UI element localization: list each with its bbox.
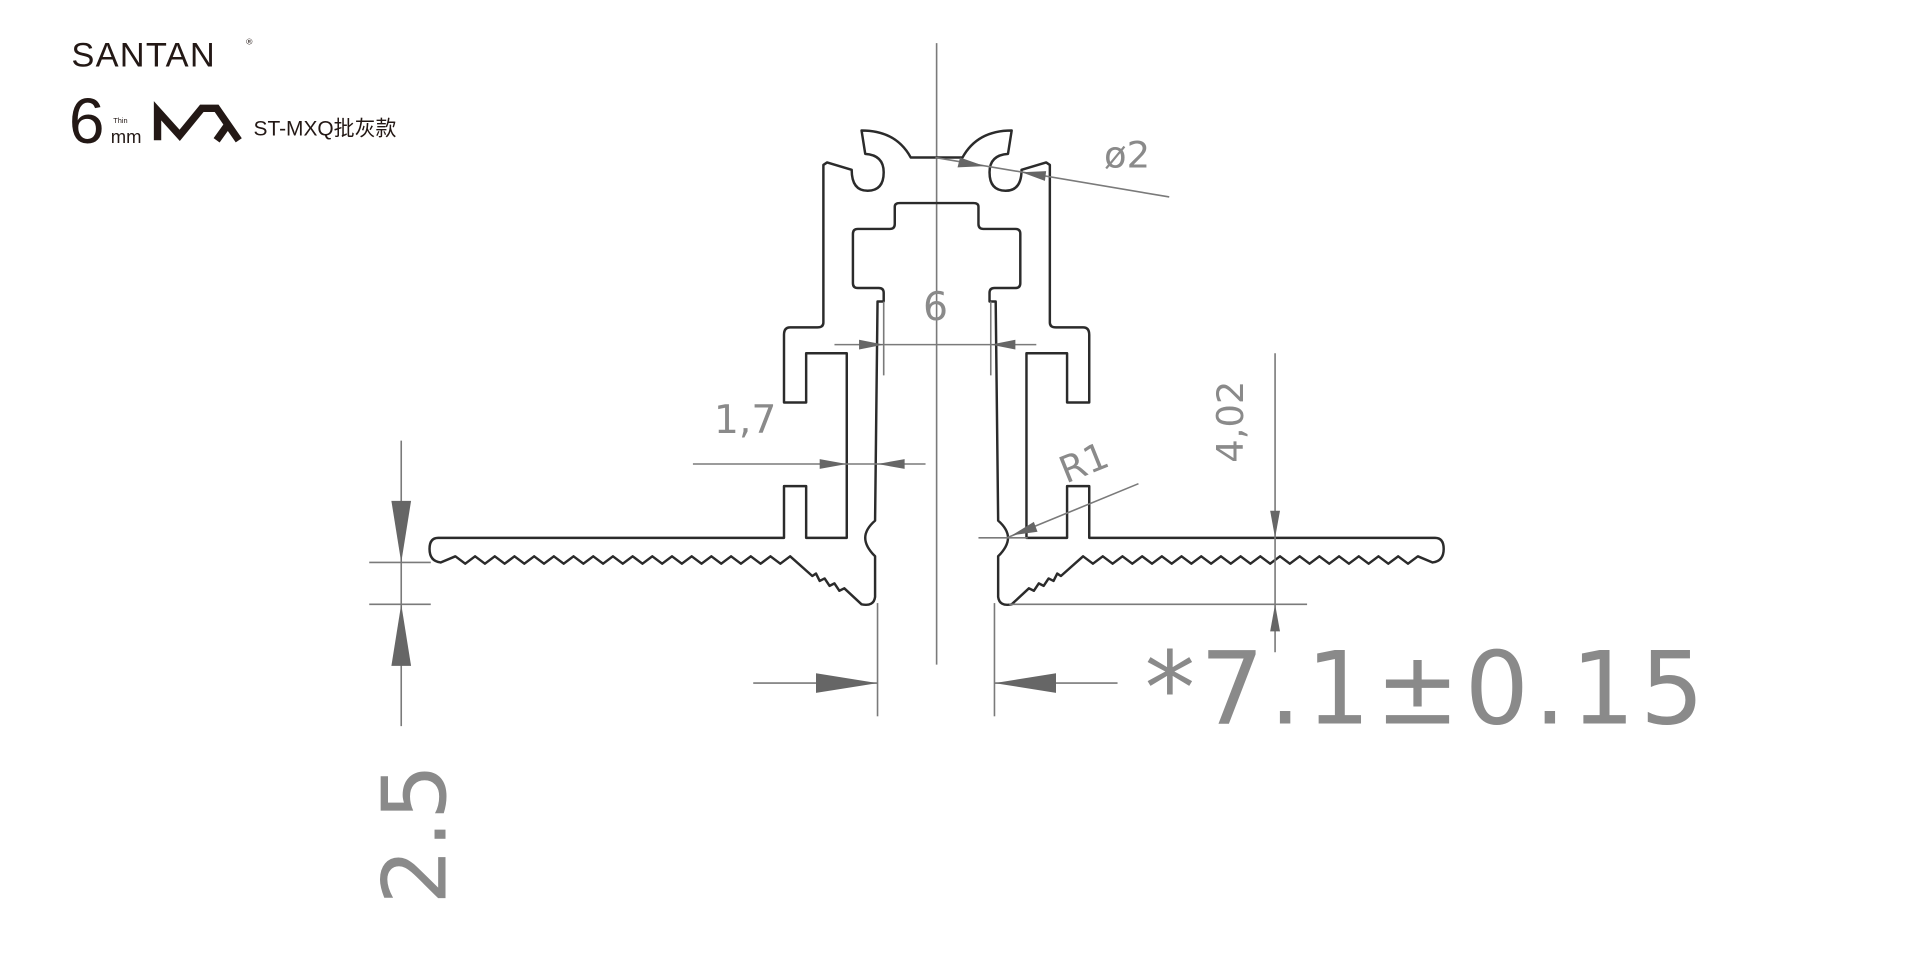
- model-name: ST-MXQ批灰款: [254, 117, 397, 140]
- logo-mx-mark: [153, 101, 242, 143]
- registered-mark: ®: [246, 36, 253, 46]
- dim-height: 4,02: [1009, 353, 1308, 653]
- dim-plate-depth: 2.5: [364, 440, 467, 905]
- dim-overall-width: *7.1±0.15: [753, 603, 1709, 748]
- profile-outline: [428, 129, 1445, 607]
- logo-unit: mm: [111, 126, 142, 147]
- svg-text:R1: R1: [1053, 434, 1115, 492]
- dim-hole-diameter: ø2: [935, 133, 1170, 198]
- dim-slot-width: 6: [834, 284, 1037, 376]
- svg-text:1,7: 1,7: [714, 397, 777, 443]
- svg-text:6: 6: [923, 284, 948, 330]
- dim-radius: R1: [978, 434, 1139, 539]
- svg-text:2.5: 2.5: [364, 764, 467, 905]
- brand-logo: SANTAN ® 6 Thin mm: [69, 36, 253, 156]
- svg-text:*7.1±0.15: *7.1±0.15: [1145, 630, 1709, 748]
- logo-thickness: 6: [69, 85, 105, 157]
- svg-text:ø2: ø2: [1104, 133, 1150, 176]
- logo-thin: Thin: [113, 116, 127, 125]
- brand-name: SANTAN: [71, 36, 216, 74]
- svg-text:4,02: 4,02: [1209, 381, 1252, 463]
- dim-wall-thickness: 1,7: [692, 397, 926, 469]
